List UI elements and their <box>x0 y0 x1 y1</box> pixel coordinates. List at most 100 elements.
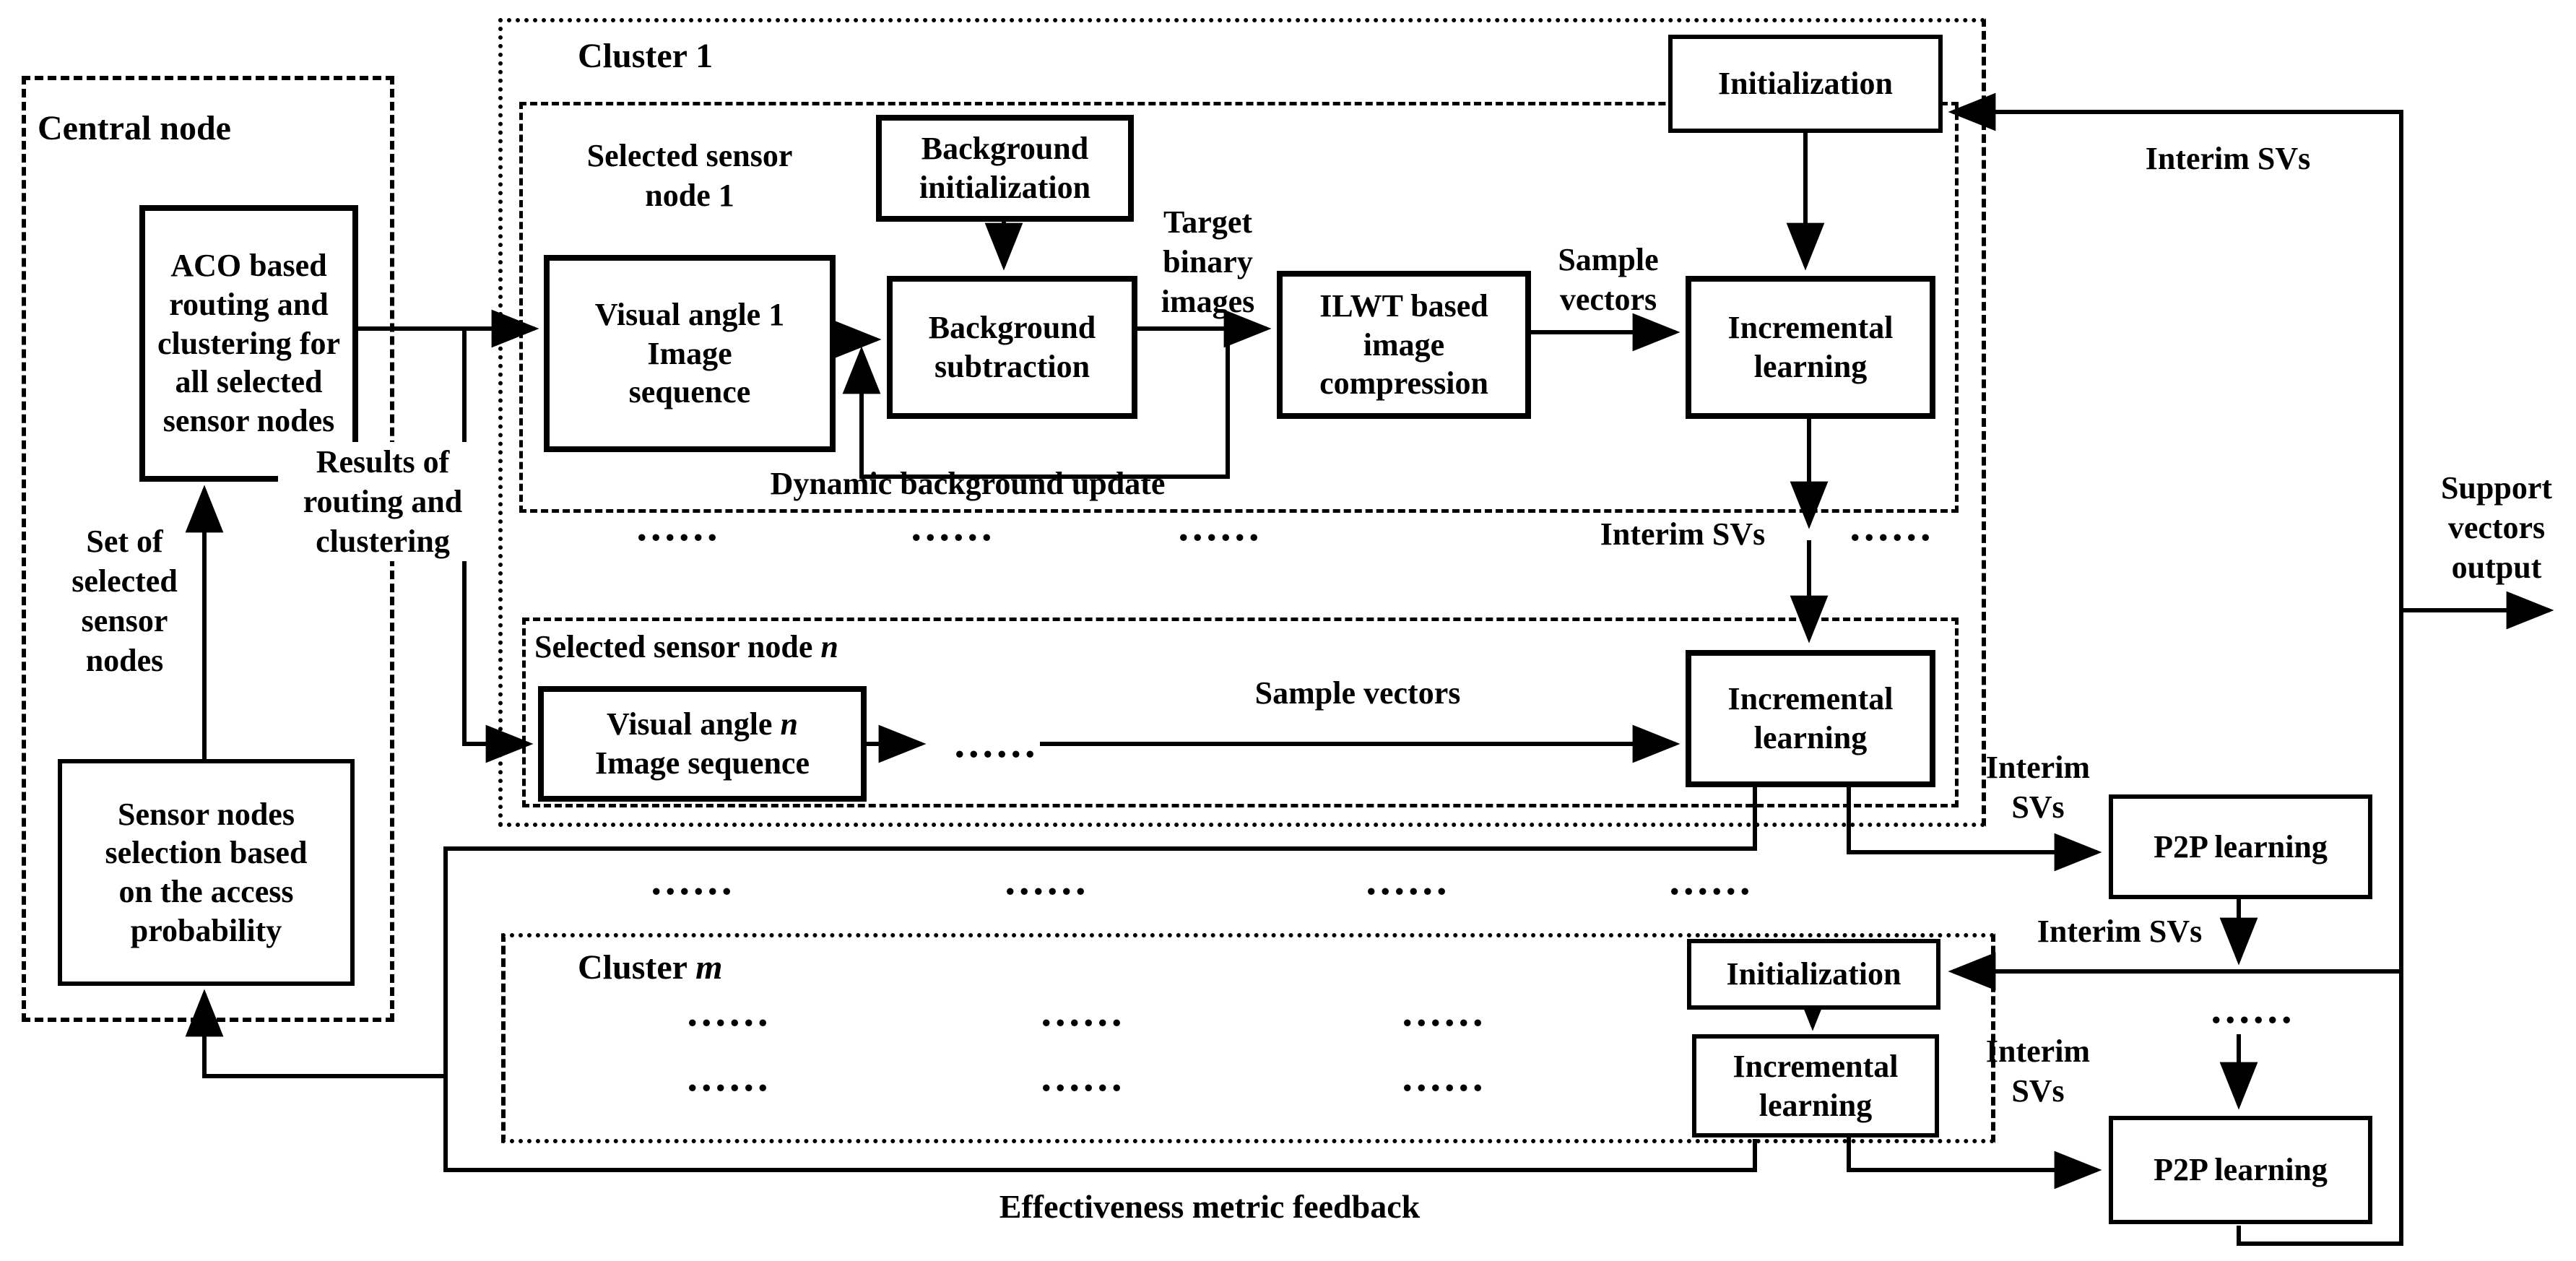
interim-in2-line2: SVs <box>2011 1073 2065 1109</box>
dots-text: ...... <box>1849 503 1935 550</box>
dots-text: ...... <box>1041 988 1126 1035</box>
incrm-line2: learning <box>1758 1087 1873 1123</box>
cluster-m-container <box>501 933 1995 1143</box>
ellipsis-noden: ...... <box>939 722 1054 764</box>
background-subtraction-box: Background subtraction <box>887 276 1137 419</box>
ellipsis-clusterm-r1c: ...... <box>1387 991 1502 1033</box>
ellipsis-clusterm-r2a: ...... <box>672 1056 787 1098</box>
target-line1: Target <box>1163 204 1253 240</box>
support-line3: output <box>2451 550 2542 585</box>
visual1-line3: sequence <box>628 374 751 410</box>
incr1-line1: Incremental <box>1727 310 1894 346</box>
sensor-node-n-var: n <box>820 629 838 664</box>
p2p-learning-2-box: P2P learning <box>2109 1116 2372 1224</box>
sensor-node-n-container <box>522 618 1959 807</box>
visual-angle-1-box: Visual angle 1 Image sequence <box>544 255 836 452</box>
results-routing-label: Results of routing and clustering <box>278 442 487 561</box>
results-line2: routing and <box>303 484 463 519</box>
aco-line5: sensor nodes <box>162 403 335 438</box>
visual1-line2: Image <box>647 335 732 371</box>
cluster-1-container <box>498 18 1986 827</box>
bg-init-line1: Background <box>921 131 1089 167</box>
sample-vectors-1-label: Sample vectors <box>1540 240 1677 319</box>
p2p1-text: P2P learning <box>2154 828 2328 864</box>
set-line4: nodes <box>85 643 164 678</box>
incrm-line1: Incremental <box>1732 1048 1899 1084</box>
ellipsis-row1-b: ...... <box>895 506 1011 547</box>
sensor-node-1-container <box>519 102 1959 513</box>
ellipsis-row2-c: ...... <box>1350 859 1466 901</box>
set-line2: selected <box>71 563 178 599</box>
sensor-node-1-title-line2: node 1 <box>645 178 734 213</box>
set-line1: Set of <box>86 524 163 559</box>
visualn-line2: Image sequence <box>595 745 810 781</box>
cluster-1-title-text: Cluster 1 <box>578 37 714 75</box>
visual-angle-n-box: Visual angle n Image sequence <box>538 686 867 802</box>
initialization-m-box: Initialization <box>1687 939 1940 1010</box>
ellipsis-row1-d: ...... <box>1834 506 1950 547</box>
target-line3: images <box>1161 284 1255 319</box>
ilwt-line1: ILWT based <box>1319 287 1488 324</box>
visualn-prefix: Visual angle <box>607 706 781 742</box>
bg-sub-line2: subtraction <box>934 349 1090 384</box>
cluster-1-title: Cluster 1 <box>578 35 816 78</box>
ellipsis-row2-a: ...... <box>636 859 751 901</box>
visual1-line1: Visual angle 1 <box>594 296 785 332</box>
interim-in1-line1: Interim <box>1985 750 2091 785</box>
ellipsis-row1-a: ...... <box>621 506 737 547</box>
dots-text: ...... <box>954 719 1039 766</box>
p2p-learning-1-box: P2P learning <box>2109 794 2372 899</box>
incremental-n-box: Incremental learning <box>1686 650 1935 787</box>
ellipsis-row2-d: ...... <box>1654 859 1769 901</box>
interim-in2-label: Interim SVs <box>1966 1031 2110 1111</box>
bg-sub-line1: Background <box>928 310 1096 346</box>
support-line1: Support <box>2440 470 2553 506</box>
ellipsis-row1-c: ...... <box>1163 506 1278 547</box>
aco-line1: ACO based <box>170 248 327 284</box>
incrn-line1: Incremental <box>1727 681 1894 717</box>
background-init-box: Background initialization <box>876 115 1134 222</box>
aco-line3: clustering for <box>157 325 340 361</box>
ilwt-line3: compression <box>1319 365 1488 402</box>
results-line3: clustering <box>316 524 450 559</box>
initialization-1-text: Initialization <box>1717 66 1894 102</box>
support-vectors-label: Support vectors output <box>2421 468 2572 587</box>
interim-svs-row-label: Interim SVs <box>1564 514 1802 554</box>
ellipsis-clusterm-r2c: ...... <box>1387 1056 1502 1098</box>
ellipsis-row2-b: ...... <box>989 859 1105 901</box>
dots-text: ...... <box>1366 857 1451 904</box>
sensor-selection-box: Sensor nodes selection based on the acce… <box>58 759 355 986</box>
aco-routing-box: ACO based routing and clustering for all… <box>139 205 358 482</box>
ellipsis-clusterm-r2b: ...... <box>1025 1056 1141 1098</box>
interim-below-p2p1-label: Interim SVs <box>2015 911 2224 951</box>
incr1-line2: learning <box>1753 349 1868 384</box>
sample1-line2: vectors <box>1559 282 1657 317</box>
interim-svs-row-text: Interim SVs <box>1600 516 1766 552</box>
dynamic-update-text: Dynamic background update <box>770 466 1166 501</box>
initialization-m-text: Initialization <box>1726 956 1901 992</box>
sample1-line1: Sample <box>1558 242 1659 277</box>
aco-line4: all selected <box>175 364 323 400</box>
dots-text: ...... <box>651 857 736 904</box>
cluster-m-title: Cluster m <box>578 946 823 989</box>
selection-line3: on the access <box>118 874 294 909</box>
interim-svs-top-label: Interim SVs <box>2116 139 2340 178</box>
incrn-line2: learning <box>1753 720 1868 755</box>
dots-text: ...... <box>687 988 772 1035</box>
ellipsis-clusterm-r1a: ...... <box>672 991 787 1033</box>
target-line2: binary <box>1163 244 1253 280</box>
incremental-m-box: Incremental learning <box>1692 1034 1939 1138</box>
ilwt-line2: image <box>1363 326 1445 363</box>
dots-text: ...... <box>687 1053 772 1100</box>
cluster-m-var: m <box>695 948 723 987</box>
central-node-title-text: Central node <box>38 109 231 147</box>
cluster-m-prefix: Cluster <box>578 948 696 987</box>
sample-vectors-n-label: Sample vectors <box>1184 673 1531 713</box>
bg-init-line2: initialization <box>919 170 1091 205</box>
dots-text: ...... <box>1178 503 1263 550</box>
visualn-line1: Visual angle n <box>607 705 798 744</box>
target-binary-label: Target binary images <box>1141 202 1275 321</box>
central-node-title: Central node <box>38 107 341 150</box>
support-line2: vectors <box>2447 510 2546 545</box>
